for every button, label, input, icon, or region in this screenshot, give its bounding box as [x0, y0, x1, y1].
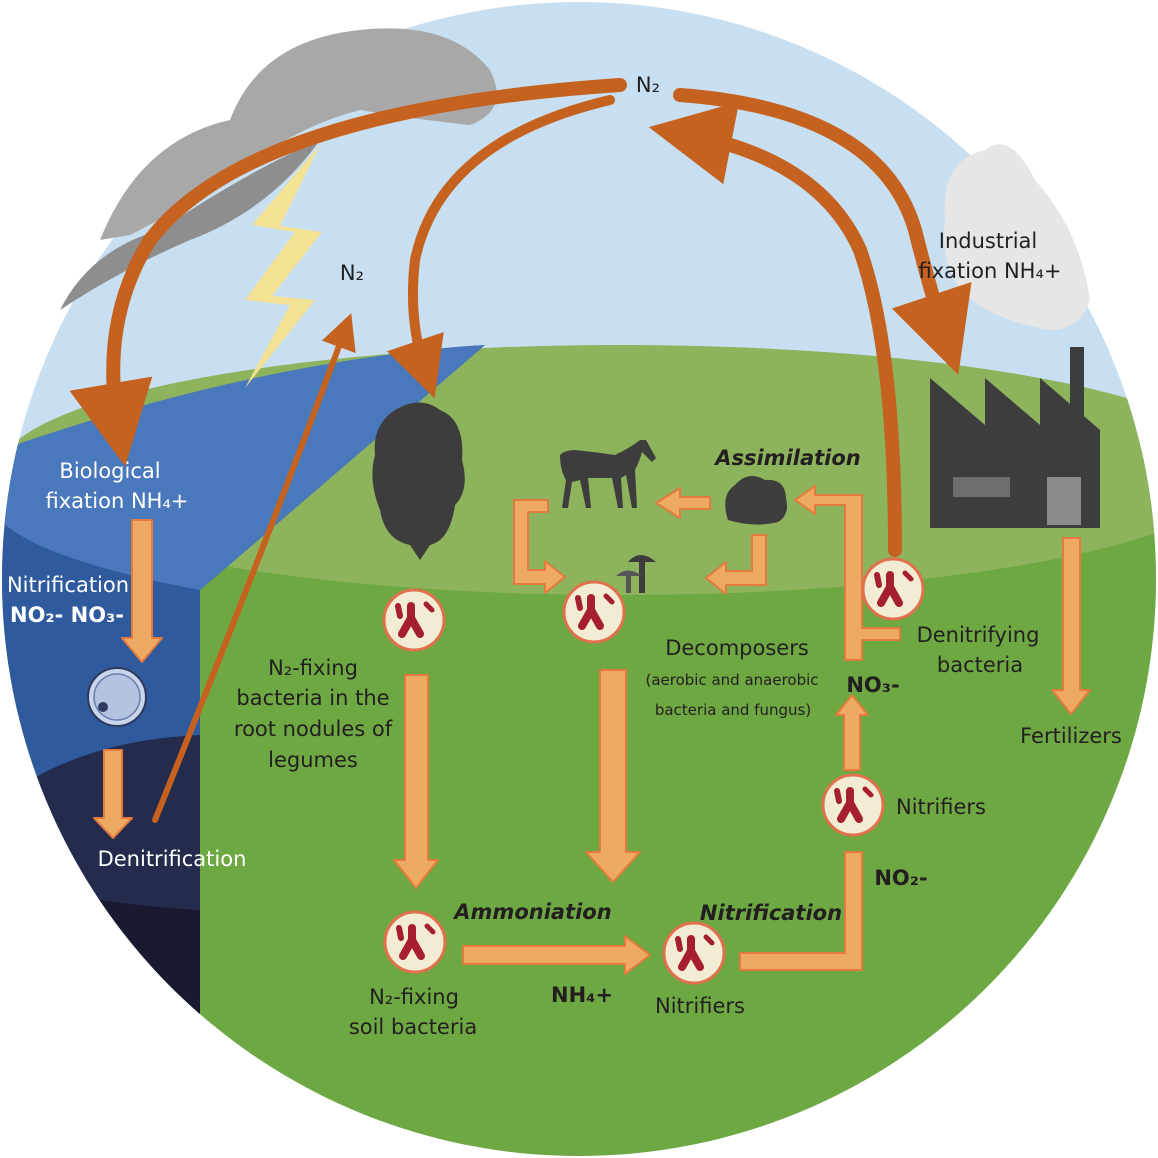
- industrial-label-line2: fixation NH₄+: [919, 259, 1062, 283]
- bacteria-icon: [664, 923, 724, 983]
- no3-to-assimilation-elbow: [794, 485, 901, 661]
- bacteria-icon: [564, 582, 624, 642]
- grass-to-decomposers-arrow: [705, 534, 767, 595]
- no2-label: NO₂-: [874, 866, 927, 890]
- factory-to-fertilizers-arrow: [1051, 537, 1091, 715]
- root-nodules-label-line3: root nodules of: [234, 717, 393, 741]
- bacteria-icon: [384, 590, 444, 650]
- horse-to-decomposers-arrow: [513, 499, 566, 594]
- nitrification-left-label: Nitrification: [7, 573, 129, 597]
- n2-mid-label: N₂: [340, 261, 364, 285]
- deep-water-shadow: [2, 880, 200, 1156]
- ammoniation-arrow: [462, 935, 651, 975]
- nitrification-bottom-label: Nitrification: [700, 901, 842, 925]
- ammoniation-label: Ammoniation: [452, 900, 611, 924]
- n2-to-biological-arrow: [69, 78, 627, 467]
- n2-to-tree-arrow: [386, 95, 615, 399]
- n2-cycle-arrows: [69, 78, 972, 823]
- nitrifiers-right-label: Nitrifiers: [896, 795, 986, 819]
- denitrifying-label-line1: Denitrifying: [917, 623, 1040, 647]
- decomposers-to-nitrifiers-arrow: [585, 669, 641, 883]
- biological-to-nitrification-arrow: [121, 519, 163, 663]
- root-nodules-label-line1: N₂-fixing: [268, 656, 358, 680]
- tree-icon: [372, 402, 465, 560]
- water-surface: [2, 345, 485, 590]
- nh4-label: NH₄+: [551, 983, 613, 1007]
- no2-no3-left-label: NO₂- NO₃-: [10, 603, 124, 627]
- bacteria-icon: [863, 559, 923, 619]
- fertilizers-label: Fertilizers: [1020, 724, 1122, 748]
- industrial-label-line1: Industrial: [939, 229, 1038, 253]
- nitrification-elbow-arrow: [739, 851, 863, 971]
- denitrifying-label-line2: bacteria: [937, 653, 1023, 677]
- bacteria-icon: [385, 912, 445, 972]
- nitrifiers-to-no3-arrow: [835, 694, 869, 771]
- grass-to-horse-arrow: [655, 487, 711, 519]
- grass-tuft-icon: [725, 476, 787, 525]
- factory-icon: [930, 347, 1100, 528]
- denitrification-label: Denitrification: [98, 847, 247, 871]
- root-nodules-label-line2: bacteria in the: [236, 686, 389, 710]
- soil-bacteria-label-line2: soil bacteria: [349, 1015, 477, 1039]
- denitrifying-to-n2-arrow: [648, 101, 902, 557]
- root-nodules-label-line4: legumes: [268, 748, 358, 772]
- biological-label-line2: fixation NH₄+: [46, 489, 189, 513]
- n2-top-label: N₂: [636, 73, 660, 97]
- decomposers-sub1-label: (aerobic and anaerobic: [645, 671, 818, 689]
- n2-to-industrial-arrow: [673, 88, 972, 375]
- mushroom-icon: [616, 555, 656, 593]
- cell-to-denitrification-arrow: [93, 749, 133, 839]
- process-arrows: [93, 485, 1091, 975]
- decomposers-label: Decomposers: [665, 636, 809, 660]
- decomposers-sub2-label: bacteria and fungus): [655, 701, 811, 719]
- nitrifiers-bottom-label: Nitrifiers: [655, 994, 745, 1018]
- lightning-icon: [245, 145, 322, 388]
- assimilation-label: Assimilation: [713, 446, 861, 470]
- root-to-soil-bacteria-arrow: [393, 674, 439, 889]
- bacteria-icon: [823, 775, 883, 835]
- denitrification-to-n2-arrow: [152, 313, 356, 823]
- cloud-icon: [944, 144, 1090, 330]
- biological-label-line1: Biological: [59, 459, 160, 483]
- horse-icon: [560, 440, 656, 508]
- algae-cell-icon: [87, 667, 147, 727]
- no3-label: NO₃-: [846, 673, 899, 697]
- soil-bacteria-label-line1: N₂-fixing: [369, 985, 459, 1009]
